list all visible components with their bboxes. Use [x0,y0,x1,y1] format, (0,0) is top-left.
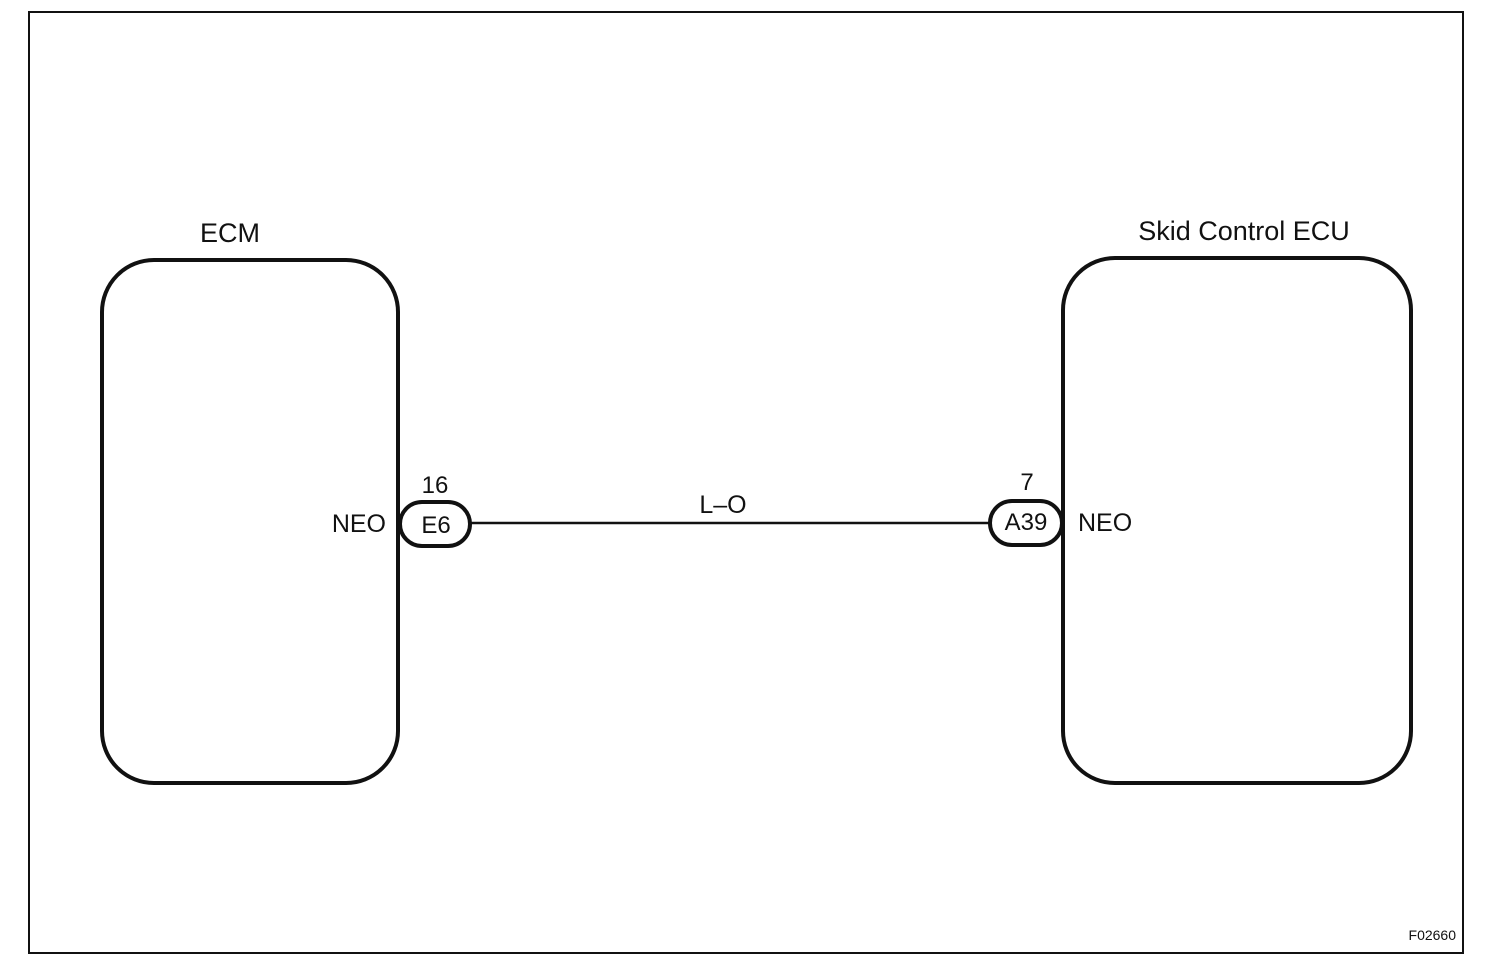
figure-id: F02660 [1409,927,1457,943]
connector-e6-pin: 16 [422,472,449,499]
connector-e6 [398,500,472,548]
skid-control-ecu-terminal-label: NEO [1078,509,1132,537]
wire-color-label: L–O [699,491,746,519]
ecm-terminal-label: NEO [332,510,386,538]
skid-control-ecu-label: Skid Control ECU [1138,216,1350,246]
connector-a39 [988,499,1064,547]
ecm-label: ECM [200,218,260,248]
diagram-frame [28,11,1464,954]
ecm-box [100,258,400,785]
connector-e6-code: E6 [421,512,450,539]
connector-a39-pin: 7 [1020,469,1033,496]
connector-a39-code: A39 [1005,509,1048,536]
